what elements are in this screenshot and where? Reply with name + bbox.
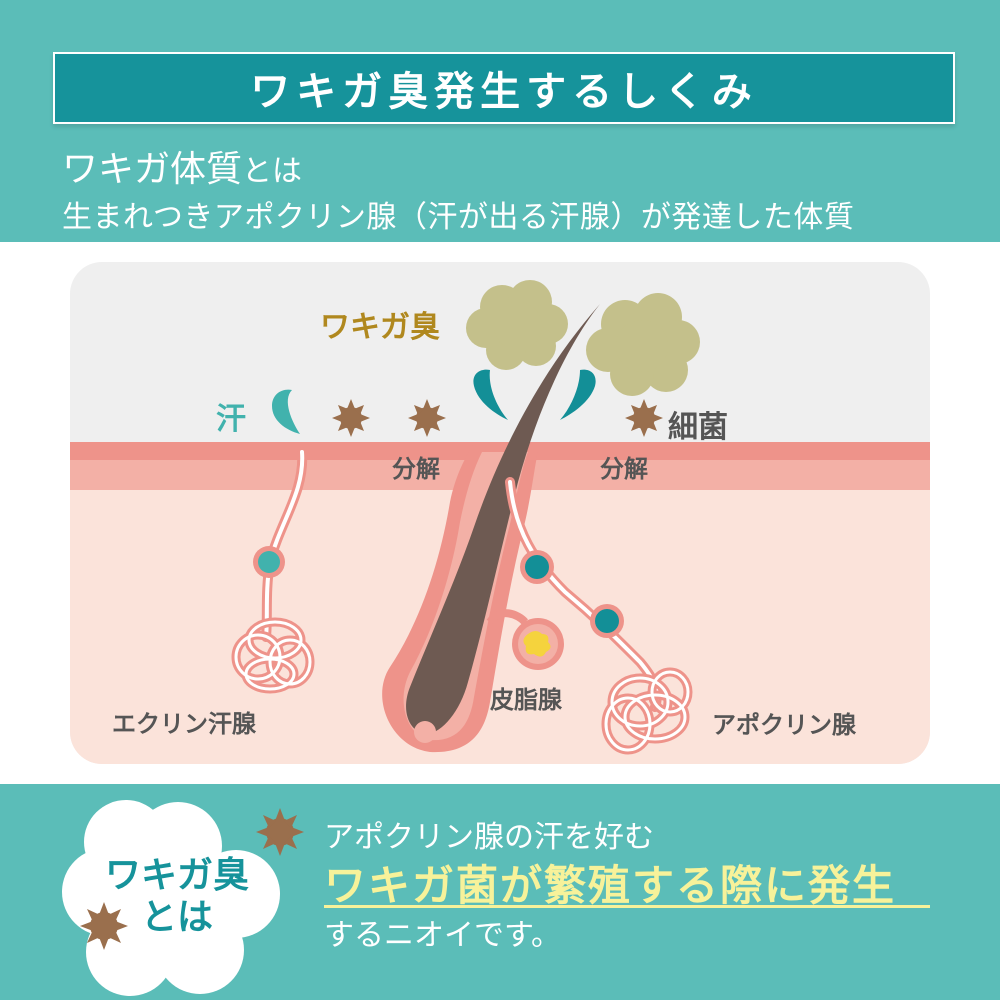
hair-papilla	[414, 721, 436, 743]
eccrine-coil-core	[234, 620, 312, 691]
apocrine-sweat-drop-left-icon	[473, 369, 508, 420]
badge-line-1: ワキガ臭	[104, 855, 249, 896]
summary-highlight: ワキガ菌が繁殖する際に発生	[324, 861, 897, 910]
hair-shaft	[406, 304, 600, 734]
eccrine-gland-label: エクリン汗腺	[112, 710, 256, 738]
sebaceous-duct	[486, 609, 529, 625]
sweat-label: 汗	[216, 402, 246, 437]
apocrine-coil-core	[604, 670, 690, 752]
intro-heading: ワキガ体質とは	[62, 140, 302, 192]
highlight-underline	[324, 905, 930, 908]
badge-line-2: とは	[140, 897, 213, 938]
bacteria-icon-1	[332, 399, 370, 437]
page-title: ワキガ臭発生するしくみ	[250, 69, 758, 115]
badge-bacteria-icon-bottom	[80, 902, 128, 950]
summary-badge	[62, 800, 304, 996]
intro-particle: とは	[242, 154, 303, 189]
badge-bacteria-icon-top	[256, 808, 304, 856]
apocrine-gland-label: アポクリン腺	[712, 711, 856, 739]
skin-diagram: ワキガ臭 汗 細菌 分解 分解 エクリン汗腺 皮脂腺 アポクリン腺	[70, 262, 930, 764]
title-banner: ワキガ臭発生するしくみ	[53, 52, 955, 124]
summary-line-1: アポクリン腺の汗を好む	[324, 820, 654, 855]
bacteria-icon-3	[625, 399, 663, 437]
bacteria-icon-2	[408, 399, 446, 437]
sebaceous-gland-label: 皮脂腺	[490, 686, 562, 714]
apocrine-sweat-drop-right-icon	[560, 369, 596, 420]
breakdown-label-left: 分解	[392, 455, 440, 483]
summary-line-3: するニオイです。	[324, 918, 561, 953]
bacteria-label: 細菌	[668, 410, 728, 445]
odor-cloud-left-icon	[466, 280, 568, 370]
apocrine-node-2	[595, 609, 619, 633]
apocrine-node-1	[525, 555, 549, 579]
sweat-drop-icon	[272, 389, 300, 434]
breakdown-label-right: 分解	[600, 455, 648, 483]
sebum-drop	[523, 631, 551, 657]
intro-description: 生まれつきアポクリン腺（汗が出る汗腺）が発達した体質	[62, 200, 855, 235]
skin-cross-section	[70, 280, 930, 764]
odor-cloud-right-icon	[586, 293, 700, 396]
intro-term: ワキガ体質	[62, 149, 243, 190]
eccrine-node	[258, 551, 280, 573]
odor-label: ワキガ臭	[320, 310, 440, 345]
badge-text: ワキガ臭 とは	[92, 855, 262, 939]
